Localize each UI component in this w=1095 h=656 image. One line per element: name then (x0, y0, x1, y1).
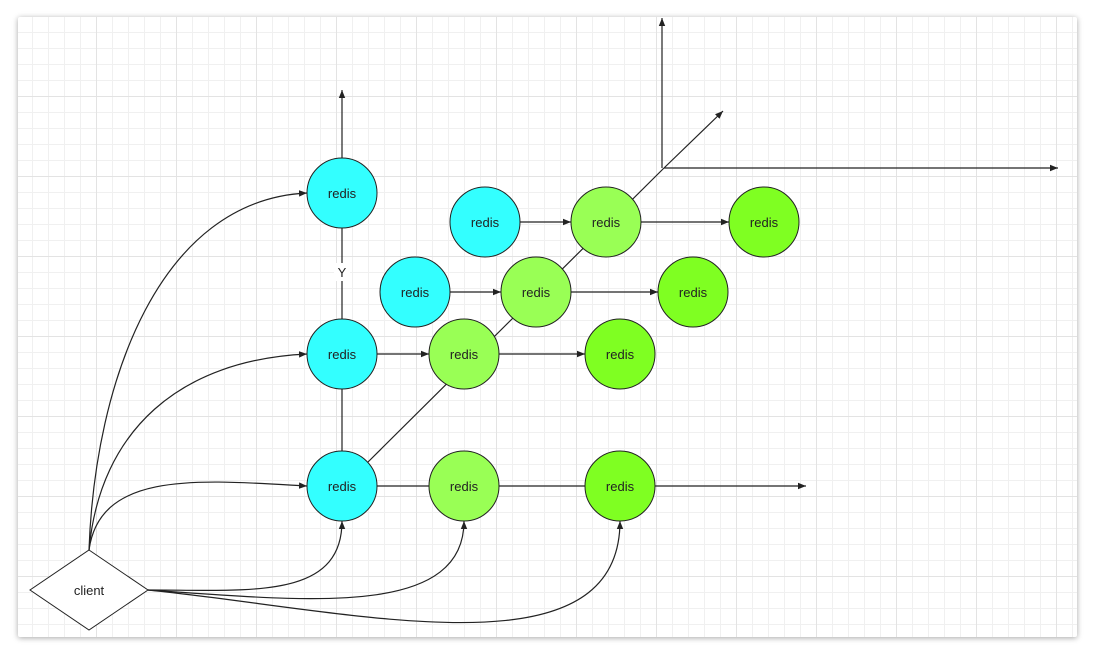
redis-node-green-1-label: redis (606, 347, 635, 362)
redis-node-light-green-1-label: redis (450, 347, 479, 362)
diagonal-axis-arrow (663, 110, 724, 169)
redis-node-green-1[interactable] (584, 318, 656, 390)
redis-node-mid[interactable] (306, 318, 378, 390)
edge-client-to-redis-mid (88, 351, 308, 551)
redis-node-cyan-2-label: redis (471, 215, 500, 230)
redis-node-light-green-2[interactable] (500, 256, 572, 328)
redis-node-cyan-1-label: redis (401, 285, 430, 300)
client-node[interactable] (29, 549, 149, 631)
redis-node-light-green-4[interactable] (428, 450, 500, 522)
redis-node-light-green-3[interactable] (570, 186, 642, 258)
edge-client-to-redis-bot (88, 481, 308, 551)
redis-node-light-green-4-label: redis (450, 479, 479, 494)
redis-node-green-2[interactable] (657, 256, 729, 328)
edge-client-to-redis-top (88, 190, 308, 551)
edge-client-to-l4 (147, 520, 468, 600)
redis-node-green-4-label: redis (606, 479, 635, 494)
diagram-canvas (18, 17, 1077, 637)
edge-client-to-g4 (147, 520, 624, 624)
redis-node-green-4[interactable] (584, 450, 656, 522)
redis-node-mid-label: redis (328, 347, 357, 362)
redis-node-light-green-3-label: redis (592, 215, 621, 230)
redis-node-cyan-1[interactable] (379, 256, 451, 328)
edge-client-to-redis-bot-under (147, 520, 346, 591)
redis-node-light-green-2-label: redis (522, 285, 551, 300)
y-axis-label: Y (338, 265, 347, 280)
redis-node-cyan-2[interactable] (449, 186, 521, 258)
redis-node-light-green-1[interactable] (428, 318, 500, 390)
redis-node-bottom-label: redis (328, 479, 357, 494)
client-node-label: client (74, 583, 105, 598)
redis-node-green-2-label: redis (679, 285, 708, 300)
redis-node-green-3-label: redis (750, 215, 779, 230)
redis-node-top[interactable] (306, 157, 378, 229)
redis-node-green-3[interactable] (728, 186, 800, 258)
y-label-bg (334, 263, 350, 281)
redis-node-bottom[interactable] (306, 450, 378, 522)
redis-node-top-label: redis (328, 186, 357, 201)
